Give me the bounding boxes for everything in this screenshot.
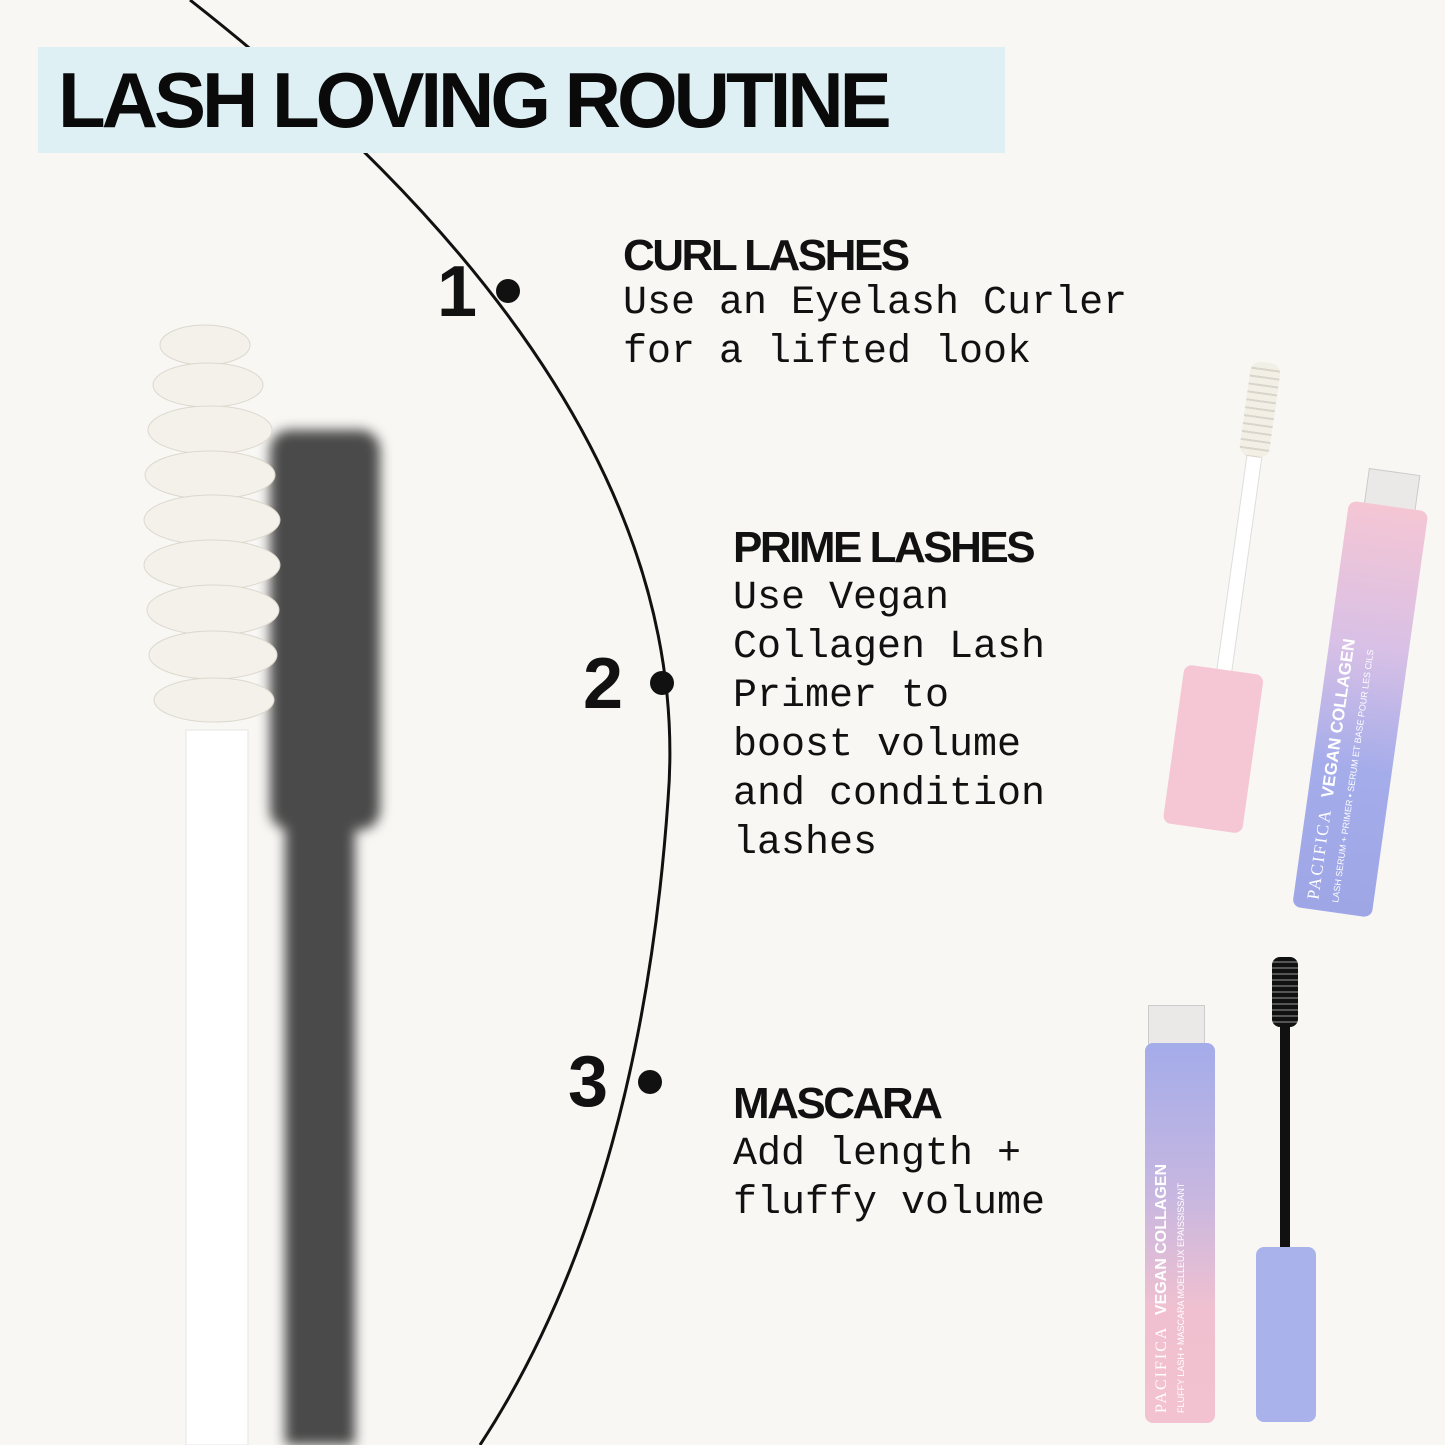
mascara-cap: [1256, 1247, 1316, 1422]
mascara-brush: [1272, 957, 1298, 1027]
step-1-heading: CURL LASHES: [623, 231, 910, 280]
step-3-heading: MASCARA: [733, 1079, 943, 1128]
primer-tube: PACIFICA VEGAN COLLAGEN LASH SERUM + PRI…: [1292, 500, 1429, 918]
mascara-brand: PACIFICA: [1153, 1325, 1170, 1413]
mascara-tube: PACIFICA VEGAN COLLAGEN FLUFFY LASH • MA…: [1145, 1043, 1215, 1423]
mascara-wand: [1280, 1025, 1290, 1250]
mascara-name: VEGAN COLLAGEN: [1153, 1163, 1170, 1316]
step-3-marker: [638, 1070, 662, 1094]
step-1-marker: [496, 279, 520, 303]
primer-brush: [1238, 360, 1282, 459]
step-1-number: 1: [437, 252, 478, 332]
brush-wand: [185, 729, 249, 1445]
step-3-number: 3: [568, 1042, 609, 1122]
brush-shadow: [270, 430, 380, 1445]
timeline-arc: [189, 0, 672, 1445]
brush-bristles: [143, 324, 281, 723]
mascara-subtitle: FLUFFY LASH • MASCARA MOELLEUX EPAISSISS…: [1176, 1182, 1186, 1413]
step-2-heading: PRIME LASHES: [733, 523, 1036, 572]
page-title: LASH LOVING ROUTINE: [58, 56, 892, 144]
step-2-marker: [650, 671, 674, 695]
step-2-text: Use Vegan Collagen Lash Primer to boost …: [733, 576, 1046, 866]
step-3-text: Add length + fluffy volume: [733, 1132, 1046, 1226]
primer-wand: [1214, 450, 1263, 683]
step-1-text: Use an Eyelash Curler for a lifted look: [623, 281, 1128, 375]
primer-product-image: PACIFICA VEGAN COLLAGEN LASH SERUM + PRI…: [1160, 360, 1440, 918]
step-2-number: 2: [583, 644, 624, 724]
primer-cap: [1162, 664, 1265, 834]
title-banner: [38, 47, 1005, 153]
mascara-product-image: PACIFICA VEGAN COLLAGEN FLUFFY LASH • MA…: [1140, 955, 1370, 1435]
primer-brand: PACIFICA: [1303, 807, 1336, 901]
